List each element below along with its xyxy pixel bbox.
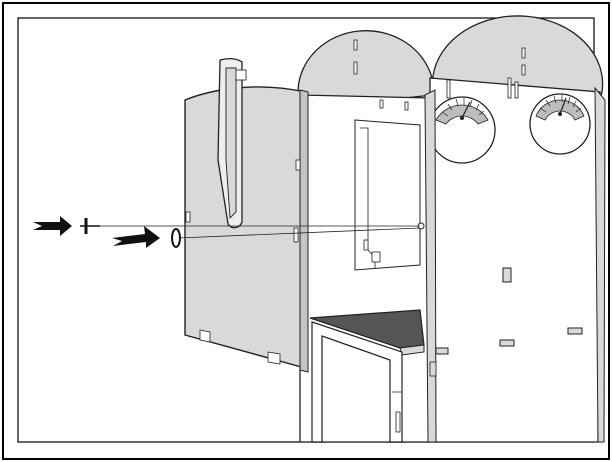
- front-side-panel: [184, 58, 309, 373]
- screw-icon: [80, 218, 100, 234]
- arrow-icon: [33, 216, 72, 236]
- floor-plate: [309, 309, 425, 356]
- lower-frame: [311, 321, 437, 443]
- arrow-icon: [112, 226, 160, 248]
- gauge-dial-right: [529, 93, 591, 155]
- gauge-dial-left: [428, 96, 496, 164]
- assembly-guide-lines: [90, 225, 421, 239]
- washer-icon: [171, 228, 181, 248]
- right-side-panel: [429, 77, 606, 443]
- back-arch-right: [432, 15, 604, 101]
- back-arch-left: [297, 30, 433, 111]
